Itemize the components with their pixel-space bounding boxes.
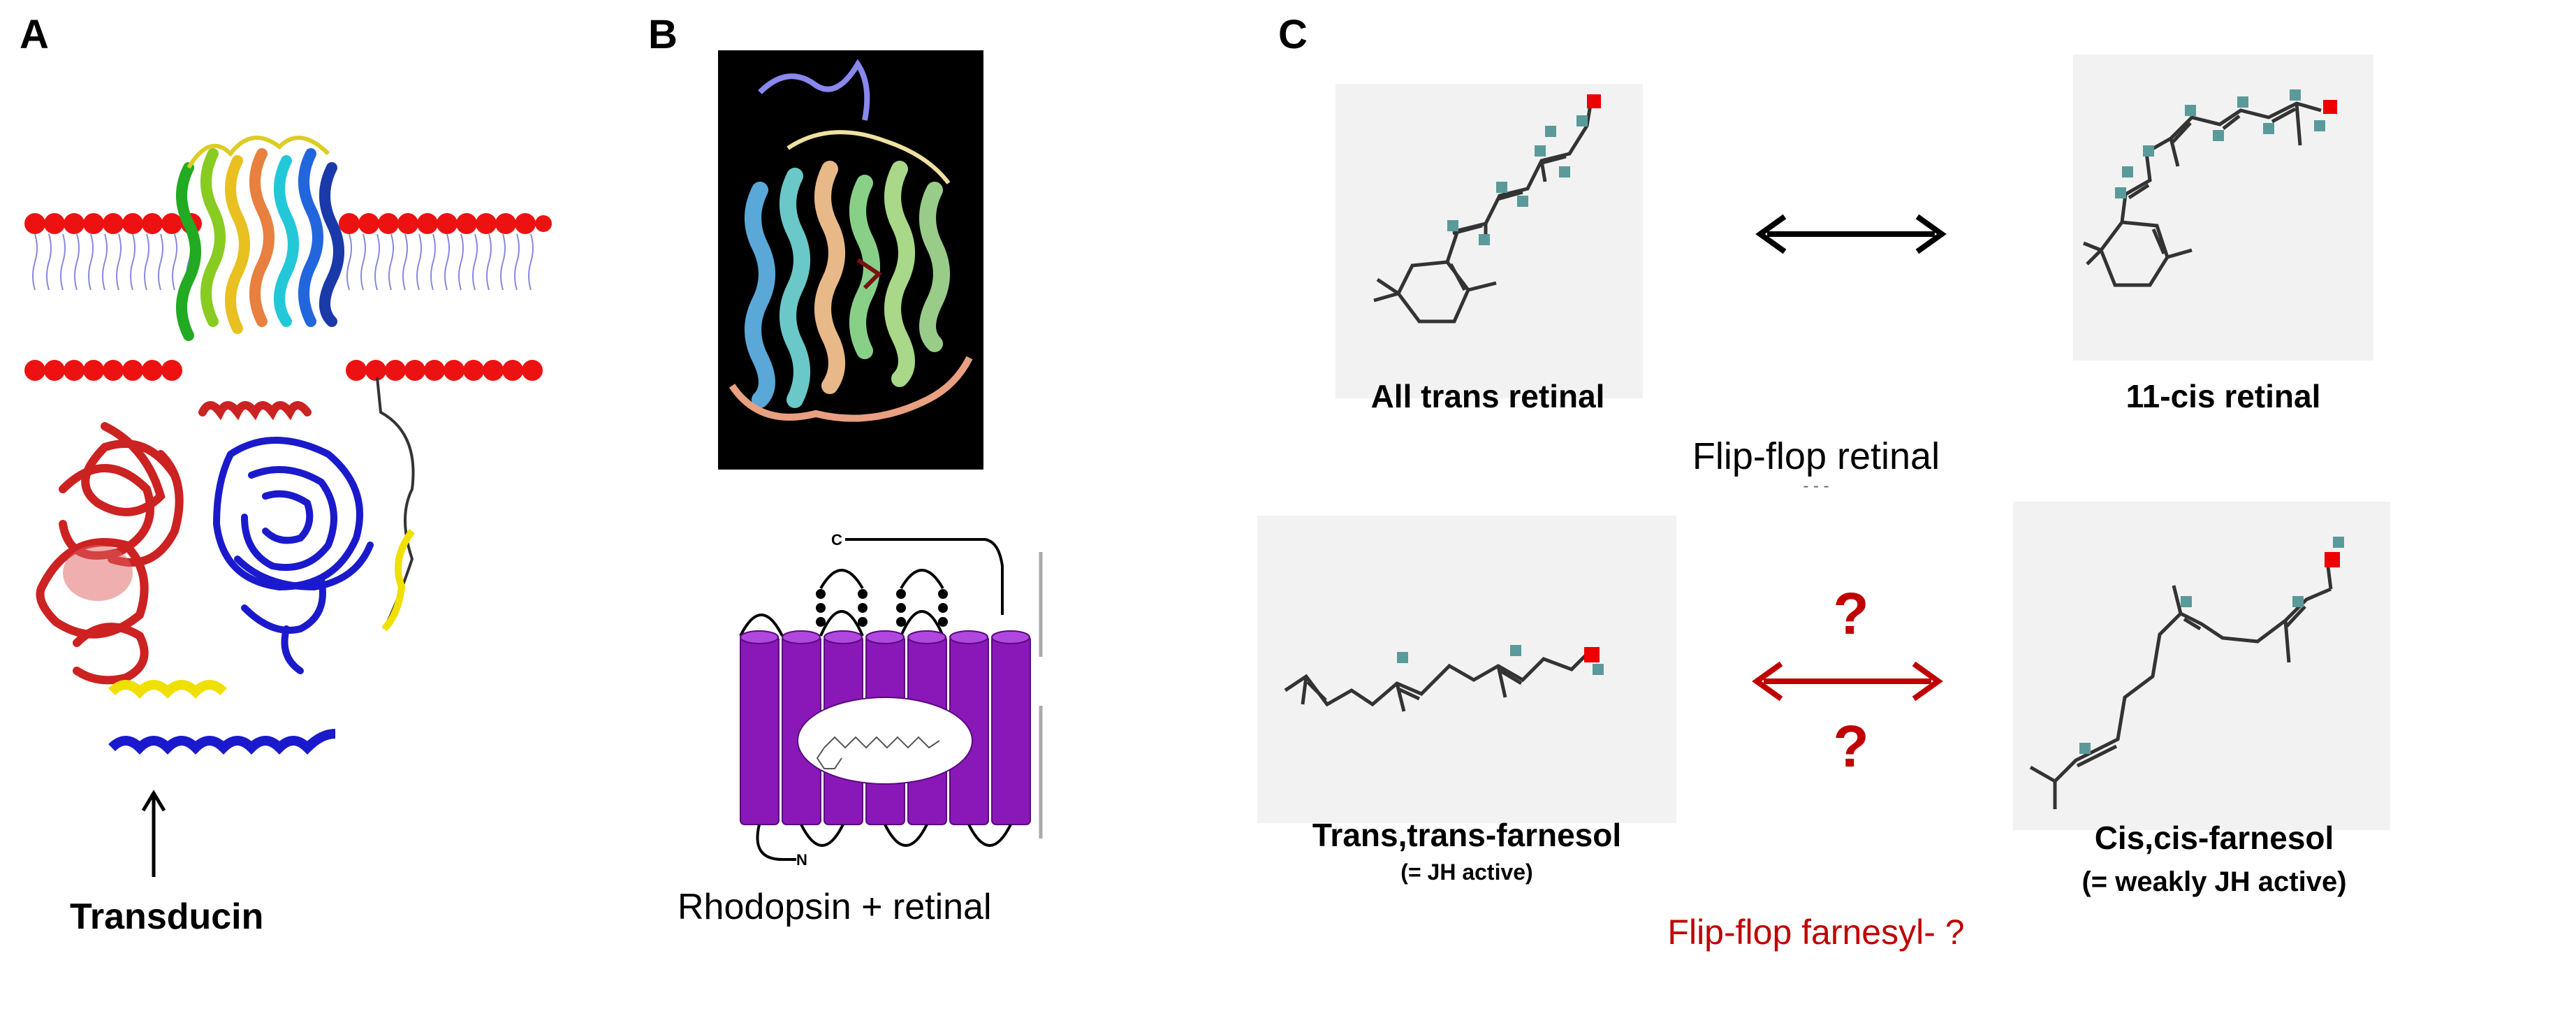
trans-trans-farnesol-structure <box>1284 645 1604 712</box>
flip-flop-retinal-title: Flip-flop retinal <box>1692 435 1940 477</box>
cis-cis-farnesol-caption: Cis,cis-farnesol <box>2094 820 2334 856</box>
rhodopsin-schematic: C N <box>739 531 1043 869</box>
panel-b-letter: B <box>648 12 678 57</box>
panel-c-letter: C <box>1278 12 1308 57</box>
all-trans-retinal-caption: All trans retinal <box>1370 378 1605 414</box>
rhodopsin-structure-image <box>718 50 983 470</box>
trans-trans-farnesol-caption: Trans,trans-farnesol <box>1312 817 1622 853</box>
trans-trans-farnesol-sub: (= JH active) <box>1400 859 1533 885</box>
flip-flop-farnesyl-title: Flip-flop farnesyl- ? <box>1667 913 1965 952</box>
11-cis-retinal-caption: 11-cis retinal <box>2125 378 2321 414</box>
transducin-caption: Transducin <box>70 897 264 937</box>
n-terminus-label: N <box>796 851 807 869</box>
11-cis-retinal-structure <box>2083 89 2337 287</box>
flip-flop-retinal-subtitle: - - - <box>1803 477 1829 495</box>
panel-a-letter: A <box>20 12 49 57</box>
11-cis-retinal-box <box>2073 55 2373 361</box>
red-double-arrow-icon <box>1752 661 1943 702</box>
cis-cis-farnesol-sub: (= weakly JH active) <box>2081 866 2347 897</box>
all-trans-retinal-box <box>1335 84 1643 398</box>
cis-cis-farnesol-box <box>2013 502 2390 830</box>
question-top: ? <box>1833 581 1869 646</box>
trans-trans-farnesol-box <box>1257 516 1676 823</box>
cis-cis-farnesol-structure <box>2029 537 2344 809</box>
transducin-structure-illustration <box>24 136 552 755</box>
arrow-up-icon <box>141 790 166 877</box>
double-arrow-icon <box>1755 214 1947 254</box>
question-bottom: ? <box>1833 713 1869 779</box>
rhodopsin-caption: Rhodopsin + retinal <box>678 887 992 927</box>
all-trans-retinal-structure <box>1373 94 1601 324</box>
c-terminus-label: C <box>831 531 842 549</box>
